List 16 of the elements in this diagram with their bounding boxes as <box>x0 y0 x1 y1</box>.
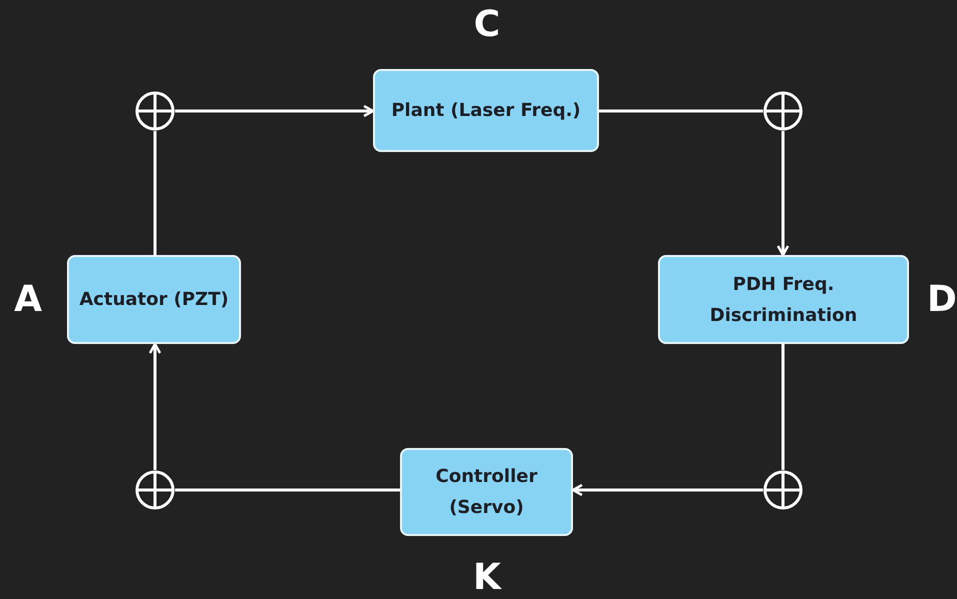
process-box: PDH Freq. Discrimination <box>658 255 909 344</box>
section-letter: D <box>927 282 957 318</box>
process-box: Actuator (PZT) <box>67 255 241 344</box>
section-letter: A <box>14 282 42 318</box>
arrow <box>572 484 763 496</box>
summing-junction <box>135 470 175 510</box>
summing-junction <box>135 91 175 131</box>
process-box: Controller (Servo) <box>400 448 573 536</box>
arrow <box>776 131 790 256</box>
arrow <box>175 104 374 118</box>
section-letter: C <box>474 7 500 43</box>
arrow <box>148 342 162 470</box>
summing-junction <box>763 91 803 131</box>
summing-junction <box>763 470 803 510</box>
section-letter: K <box>473 560 501 596</box>
process-box: Plant (Laser Freq.) <box>373 69 599 152</box>
